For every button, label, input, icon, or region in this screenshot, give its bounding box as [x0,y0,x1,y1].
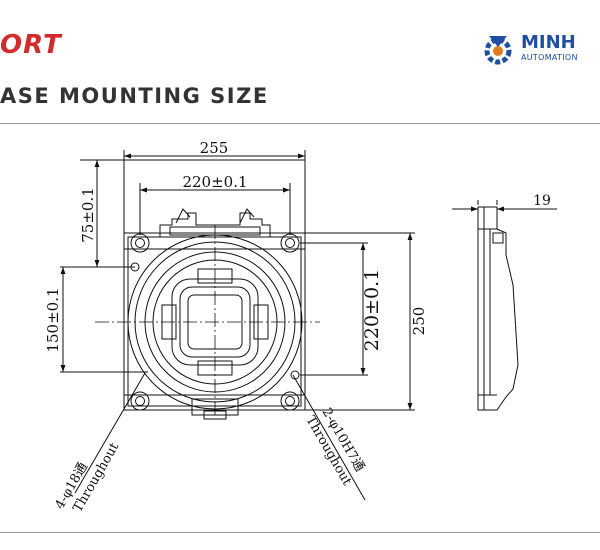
company-logo: MINH AUTOMATION [483,30,600,70]
dim-overall-width: 255 [200,139,229,157]
section-title: ASE MOUNTING SIZE [0,84,269,108]
logo-subtitle: AUTOMATION [521,53,578,62]
footer-divider [0,532,600,533]
mounting-drawing: 255 220±0.1 75±0.1 150±0.1 220±0.1 250 1… [44,139,557,515]
dim-hole-spacing-y: 220±0.1 [361,269,383,351]
through-hole-top-left [130,233,150,253]
dim-left-spacing: 150±0.1 [44,287,62,352]
gear-icon [484,36,512,65]
dim-top-offset: 75±0.1 [79,187,97,243]
dim-side-thickness: 19 [533,193,551,209]
leader-pin-holes [292,374,366,501]
through-hole-bottom-left [130,391,150,411]
brand-title-fragment: ORT [0,30,62,60]
leader-through-holes [74,372,146,494]
header-divider [0,123,600,124]
dim-hole-spacing-x: 220±0.1 [182,173,247,191]
dim-overall-height: 250 [410,307,428,336]
base-plate [123,232,306,420]
top-clamp-detail [159,208,271,237]
side-view [477,206,519,411]
logo-name: MINH [521,32,576,53]
through-hole-bottom-right [280,391,300,411]
pin-hole-left [130,262,140,272]
through-hole-top-right [280,233,300,253]
